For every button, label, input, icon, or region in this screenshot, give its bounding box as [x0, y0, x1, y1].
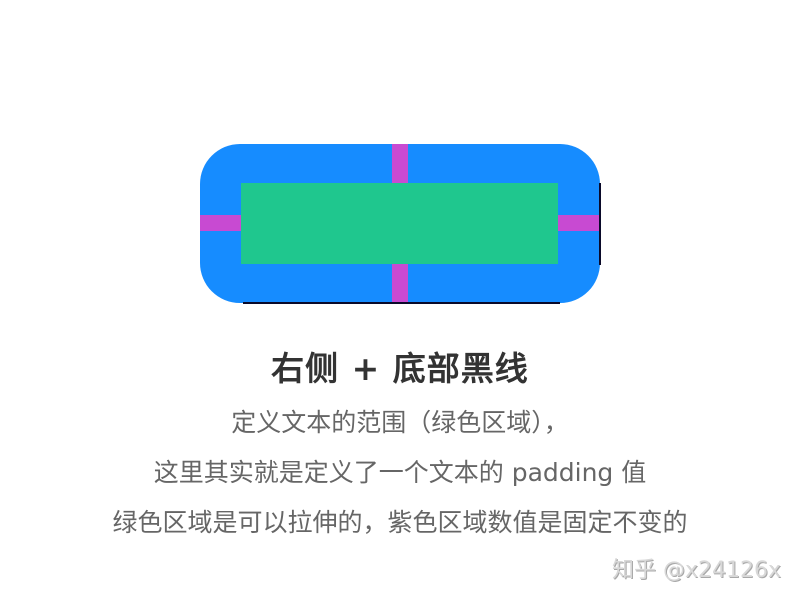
right-black-line [599, 183, 601, 265]
padding-marker-right [558, 215, 600, 231]
description-line-2: 这里其实就是定义了一个文本的 padding 值 [153, 458, 647, 487]
padding-marker-bottom [392, 264, 408, 303]
watermark: 知乎 @x24126x [612, 558, 782, 583]
padding-marker-left [200, 215, 241, 231]
diagram-title: 右侧 + 底部黑线 [271, 349, 529, 388]
description-line-3: 绿色区域是可以拉伸的，紫色区域数值是固定不变的 [112, 508, 688, 537]
content-green-area [241, 183, 558, 264]
description-line-1: 定义文本的范围（绿色区域）， [231, 408, 569, 437]
bottom-black-line [243, 302, 560, 304]
padding-marker-top [392, 144, 408, 183]
outer-blue-box [200, 144, 600, 303]
